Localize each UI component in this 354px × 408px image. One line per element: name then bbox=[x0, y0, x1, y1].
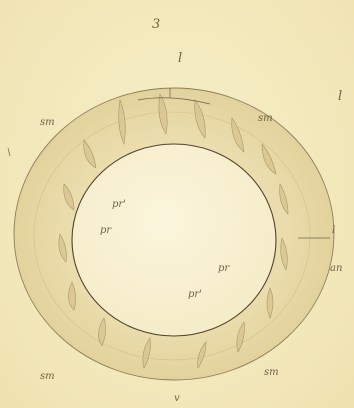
label-pr-prime-top: pr' bbox=[112, 200, 126, 210]
label-pr-bottom: pr bbox=[218, 264, 229, 274]
label-sm-bottom-left: sm bbox=[40, 372, 55, 382]
label-pr-top: pr bbox=[100, 226, 111, 236]
inner-disc bbox=[72, 144, 276, 336]
label-an: an bbox=[330, 264, 342, 274]
label-pr-prime-bottom: pr' bbox=[188, 290, 202, 300]
label-v: v bbox=[174, 394, 180, 404]
label-sm-top-left: sm bbox=[40, 118, 55, 128]
label-sm-bottom-right: sm bbox=[264, 368, 279, 378]
figure-number: 3 bbox=[152, 18, 160, 31]
label-l-top: l bbox=[178, 52, 182, 65]
label-l-mid: l bbox=[332, 226, 335, 236]
label-sm-top-right: sm bbox=[258, 114, 273, 124]
label-l-right: l bbox=[338, 90, 342, 103]
